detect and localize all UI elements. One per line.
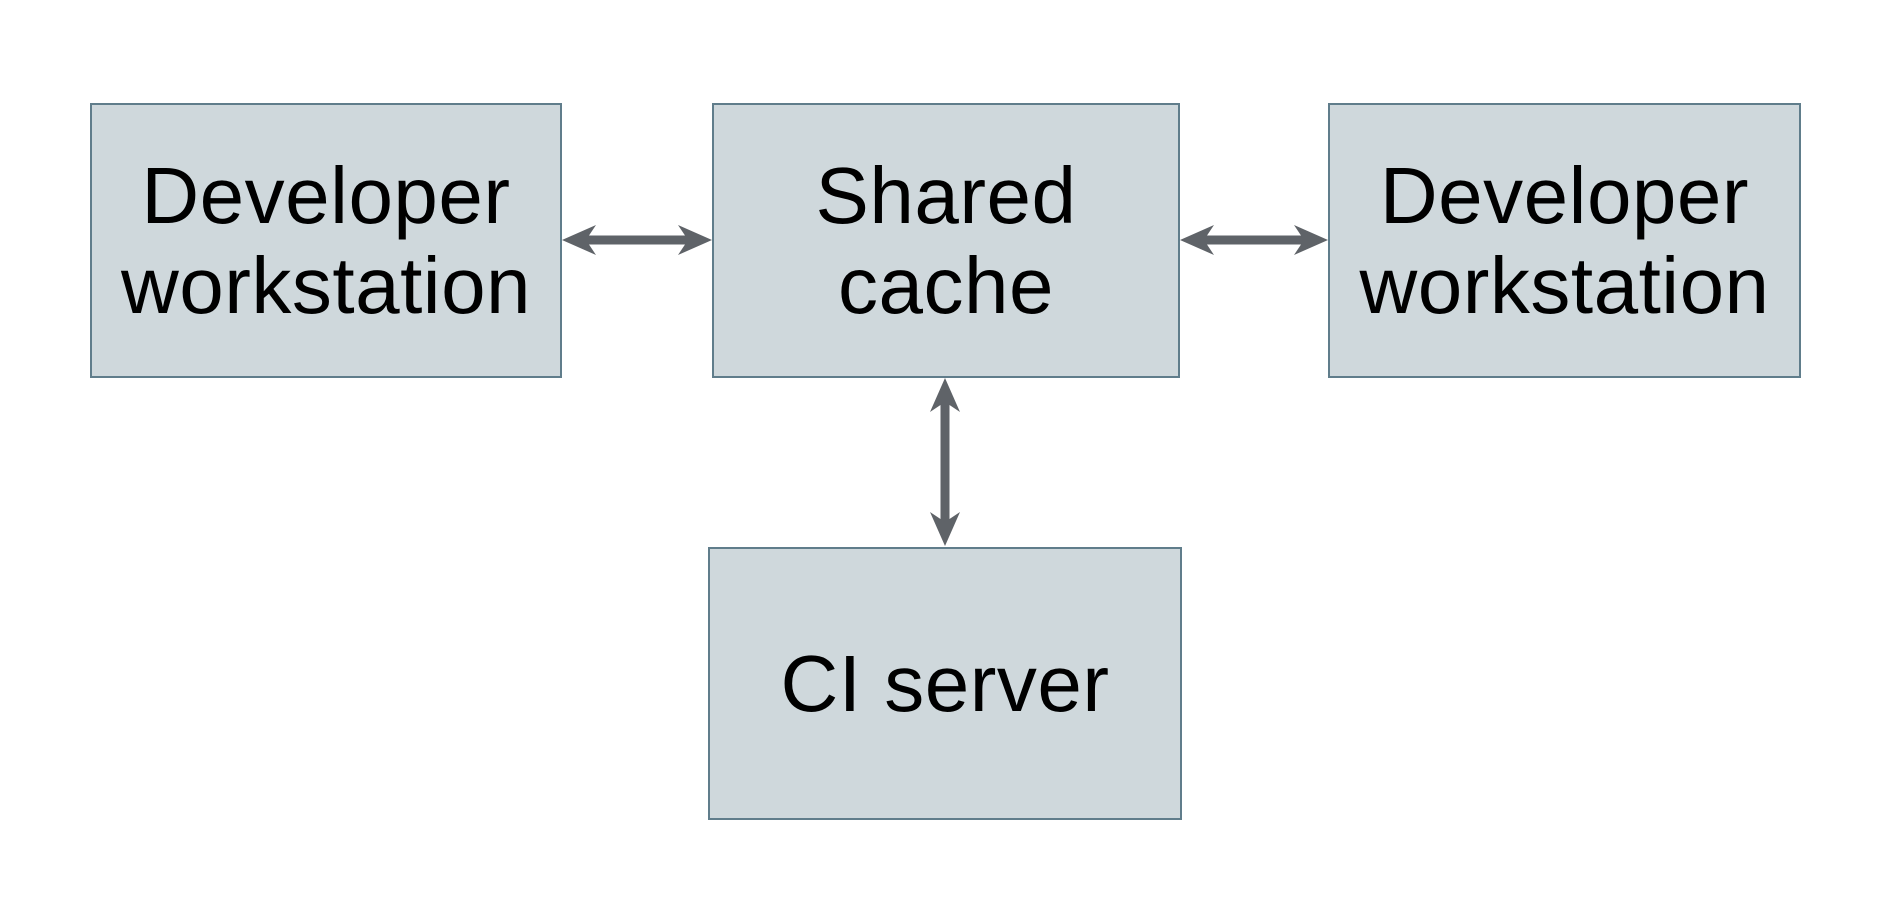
arrowhead-icon <box>1180 225 1214 255</box>
node-developer-workstation-right: Developer workstation <box>1328 103 1801 378</box>
arrowhead-icon <box>1294 225 1328 255</box>
node-label-developer-workstation-right: Developer workstation <box>1359 150 1770 330</box>
node-label-shared-cache: Shared cache <box>815 150 1077 330</box>
node-developer-workstation-left: Developer workstation <box>90 103 562 378</box>
arrowhead-icon <box>930 378 960 412</box>
arrow-shaft <box>585 235 689 245</box>
arrowhead-icon <box>562 225 596 255</box>
bidirectional-arrow-left <box>562 225 712 255</box>
node-label-developer-workstation-left: Developer workstation <box>120 150 532 330</box>
arrow-shaft <box>1203 235 1305 245</box>
bidirectional-arrow-vertical <box>930 378 960 546</box>
arrowhead-icon <box>678 225 712 255</box>
node-label-ci-server: CI server <box>780 638 1110 728</box>
node-ci-server: CI server <box>708 547 1182 820</box>
node-shared-cache: Shared cache <box>712 103 1180 378</box>
bidirectional-arrow-right <box>1180 225 1328 255</box>
arrow-shaft <box>940 401 950 523</box>
arrowhead-icon <box>930 512 960 546</box>
